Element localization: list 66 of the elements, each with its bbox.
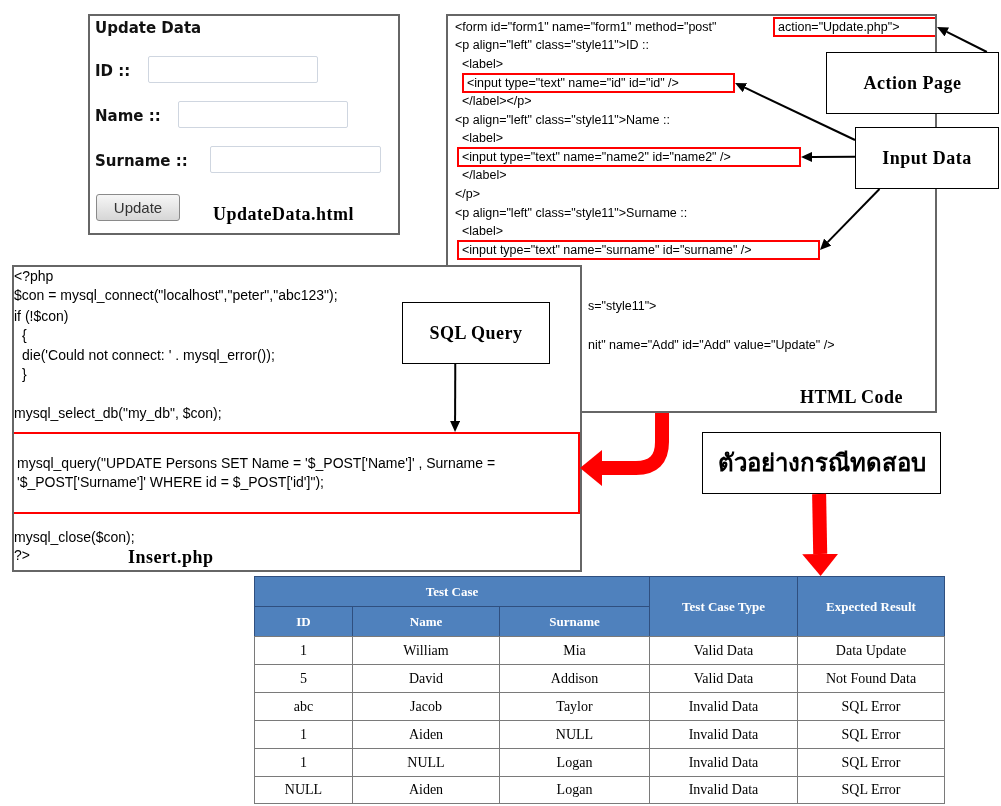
callout-box xyxy=(702,432,941,494)
code-line: <label> xyxy=(462,224,503,239)
callout-box xyxy=(826,52,999,114)
arrow xyxy=(937,27,988,53)
code-line: mysql_select_db("my_db", $con); xyxy=(14,405,222,422)
code-line: die('Could not connect: ' . mysql_error()); xyxy=(22,347,275,364)
code-line: </label> xyxy=(462,168,507,184)
table-header-cell: Expected Result xyxy=(797,576,945,637)
callout-label: ตัวอย่างกรณีทดสอบ xyxy=(717,449,926,478)
code-line: <input type="text" name="name2" id="name2" /> xyxy=(462,149,731,165)
code-line: action="Update.php"> xyxy=(778,19,900,35)
form-title: Update Data xyxy=(95,19,202,37)
highlight-box xyxy=(457,240,820,260)
table-header-cell: Surname xyxy=(499,606,650,637)
panel-caption: HTML Code xyxy=(800,386,903,408)
table-cell: NULL xyxy=(254,776,353,804)
code-panel xyxy=(12,265,582,572)
highlight-box xyxy=(14,432,580,514)
highlight-box xyxy=(457,147,801,167)
highlight-box xyxy=(462,73,735,93)
arrow xyxy=(820,188,881,250)
code-line: <input type="text" name="id" id="id" /> xyxy=(467,75,679,91)
table-cell: Data Update xyxy=(797,636,945,665)
callout-box xyxy=(402,302,550,364)
update-button: Update xyxy=(96,194,180,221)
code-line: s="style11"> xyxy=(588,298,657,314)
callout-box xyxy=(855,127,999,189)
form-panel xyxy=(88,14,400,235)
arrow xyxy=(735,83,856,141)
code-line: ?> xyxy=(14,547,30,564)
code-line: <p align="left" class="style11">Surname :: xyxy=(455,205,688,221)
file-name: UpdateData.html xyxy=(213,203,354,225)
code-line: } xyxy=(22,366,27,383)
arrow xyxy=(801,151,856,162)
code-line: { xyxy=(22,327,27,344)
table-cell: 1 xyxy=(254,636,353,665)
callout-label: SQL Query xyxy=(429,322,523,344)
field-label: ID :: xyxy=(95,62,131,80)
highlight-box xyxy=(773,17,935,37)
arrow xyxy=(450,363,461,432)
code-line: $con = mysql_connect("localhost","peter","abc123"); xyxy=(14,287,338,304)
code-line: <p align="left" class="style11">ID :: xyxy=(455,38,649,53)
code-line: <label> xyxy=(462,56,503,72)
table-header-cell: Name xyxy=(352,606,500,637)
table-cell: SQL Error xyxy=(797,776,945,804)
code-line: nit" name="Add" id="Add" value="Update" /> xyxy=(588,337,835,353)
callout-label: Action Page xyxy=(863,72,962,94)
table-header-cell: Test Case xyxy=(254,576,650,607)
field-label: Surname :: xyxy=(95,152,188,170)
code-line: mysql_close($con); xyxy=(14,529,135,546)
code-line: <label> xyxy=(462,131,503,146)
callout-label: Input Data xyxy=(882,147,972,169)
table-header-cell: ID xyxy=(254,606,353,637)
code-text: mysql_query("UPDATE Persons SET Name = '$_POST['Name']' , Surname = '$_POST['Surname']' WHERE id = $_POST['id']"); xyxy=(17,454,497,492)
field-label: Name :: xyxy=(95,107,161,125)
code-line: </label></p> xyxy=(462,93,532,109)
arrow xyxy=(802,493,839,576)
table-header-cell: Test Case Type xyxy=(649,576,798,637)
file-name: Insert.php xyxy=(128,546,214,568)
test-case-table xyxy=(254,576,945,804)
code-line: <form id="form1" name="form1" method="post" xyxy=(455,19,717,35)
code-line: </p> xyxy=(455,187,481,202)
code-line: <input type="text" name="surname" id="surname" /> xyxy=(462,242,752,258)
code-line: if (!$con) xyxy=(14,308,69,325)
code-line: <?php xyxy=(14,268,54,285)
code-line: <p align="left" class="style11">Name :: xyxy=(455,112,670,128)
